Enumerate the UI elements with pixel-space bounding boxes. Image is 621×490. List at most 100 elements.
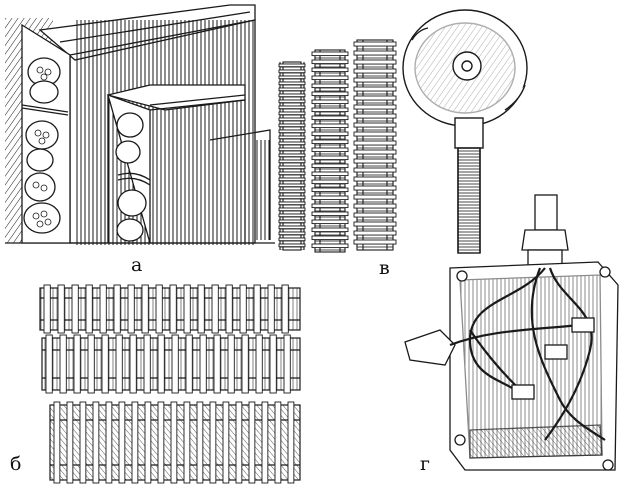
hose-ridge — [211, 284, 219, 334]
hose-ridge — [99, 284, 107, 334]
tube-ridge — [353, 131, 397, 137]
tube-ridge — [311, 163, 349, 169]
hose-ridge — [57, 284, 65, 334]
hose-ridge — [287, 401, 295, 484]
hose-ridge — [239, 284, 247, 334]
tube-ridge — [278, 171, 306, 176]
tube-ridge — [278, 165, 306, 170]
tube-ridge — [353, 149, 397, 155]
tube-ridge — [311, 115, 349, 121]
tube-ridge — [278, 147, 306, 152]
hose-ridge — [261, 401, 269, 484]
tube-ridge — [353, 86, 397, 92]
tube-ridge — [278, 129, 306, 134]
tube-ridge — [353, 176, 397, 182]
tube-ridge — [353, 59, 397, 65]
caption-v: в — [379, 257, 390, 279]
hose-ridge — [127, 284, 135, 334]
tube-ridge — [278, 177, 306, 182]
tube-ridge — [311, 67, 349, 73]
tube-ridge — [278, 63, 306, 68]
hose-ridge — [199, 334, 207, 394]
hose-ridge — [225, 284, 233, 334]
hose-ridge — [59, 334, 67, 394]
hose-ridge — [248, 401, 256, 484]
tube-ridge — [311, 195, 349, 201]
tube-ridge — [311, 83, 349, 89]
caption-b: б — [10, 453, 22, 475]
hose-ridge — [45, 334, 53, 394]
hose-ridge — [71, 284, 79, 334]
tube-ridge — [278, 123, 306, 128]
tube-ridge — [278, 87, 306, 92]
corrugated-tube-large — [353, 39, 397, 251]
hose-ridge — [169, 284, 177, 334]
tube-ridge — [311, 147, 349, 153]
caption-a: а — [131, 254, 143, 276]
tube-ridge — [278, 201, 306, 206]
tube-ridge — [278, 219, 306, 224]
hose-ridge — [274, 401, 282, 484]
tube-ridge — [278, 195, 306, 200]
tube-ridge — [278, 75, 306, 80]
panel-a-cable-trunking-drawing — [5, 4, 275, 245]
tube-ridge — [353, 194, 397, 200]
tube-ridge — [278, 237, 306, 242]
hose-ridge — [66, 401, 74, 484]
hose-ridge — [170, 401, 178, 484]
tube-ridge — [311, 51, 349, 57]
tube-ridge — [311, 123, 349, 129]
hose-ridge — [196, 401, 204, 484]
hose-ridge — [255, 334, 263, 394]
tube-ridge — [311, 219, 349, 225]
hose-ridge — [92, 401, 100, 484]
hose-ridge — [79, 401, 87, 484]
hose-ridge — [185, 334, 193, 394]
tube-ridge — [311, 155, 349, 161]
hose-ridge — [222, 401, 230, 484]
hose-ridge — [197, 284, 205, 334]
hose-ridge — [235, 401, 243, 484]
tube-ridge — [311, 171, 349, 177]
hose-ridge — [241, 334, 249, 394]
hose-ridge — [253, 284, 261, 334]
hose-ridge — [209, 401, 217, 484]
caption-g: г — [420, 453, 430, 475]
tube-ridge — [353, 239, 397, 245]
tube-ridge — [311, 235, 349, 241]
tube-ridge — [353, 185, 397, 191]
hose-ridge — [115, 334, 123, 394]
tube-ridge — [353, 95, 397, 101]
tube-ridge — [353, 167, 397, 173]
tube-ridge — [278, 231, 306, 236]
tube-ridge — [311, 179, 349, 185]
hose-ridge — [213, 334, 221, 394]
tube-ridge — [353, 41, 397, 47]
hose-ridge — [85, 284, 93, 334]
hose-ridge — [157, 334, 165, 394]
tube-ridge — [311, 59, 349, 65]
tube-ridge — [278, 183, 306, 188]
tube-ridge — [353, 158, 397, 164]
hose-ridge — [157, 401, 165, 484]
tube-ridge — [353, 140, 397, 146]
hose-ridge — [105, 401, 113, 484]
tube-ridge — [353, 122, 397, 128]
hose-ridge — [101, 334, 109, 394]
hose-ridge — [141, 284, 149, 334]
tube-ridge — [311, 91, 349, 97]
tube-ridge — [278, 117, 306, 122]
hose-ridge — [53, 401, 61, 484]
tube-ridge — [278, 99, 306, 104]
dome-junction-box-drawing — [402, 9, 528, 254]
tube-ridge — [311, 107, 349, 113]
hose-ridge — [143, 334, 151, 394]
tube-ridge — [311, 139, 349, 145]
hose-ridge — [269, 334, 277, 394]
tube-ridge — [278, 135, 306, 140]
tube-ridge — [278, 81, 306, 86]
tube-ridge — [278, 243, 306, 248]
tube-ridge — [278, 159, 306, 164]
hose-ridge — [281, 284, 289, 334]
